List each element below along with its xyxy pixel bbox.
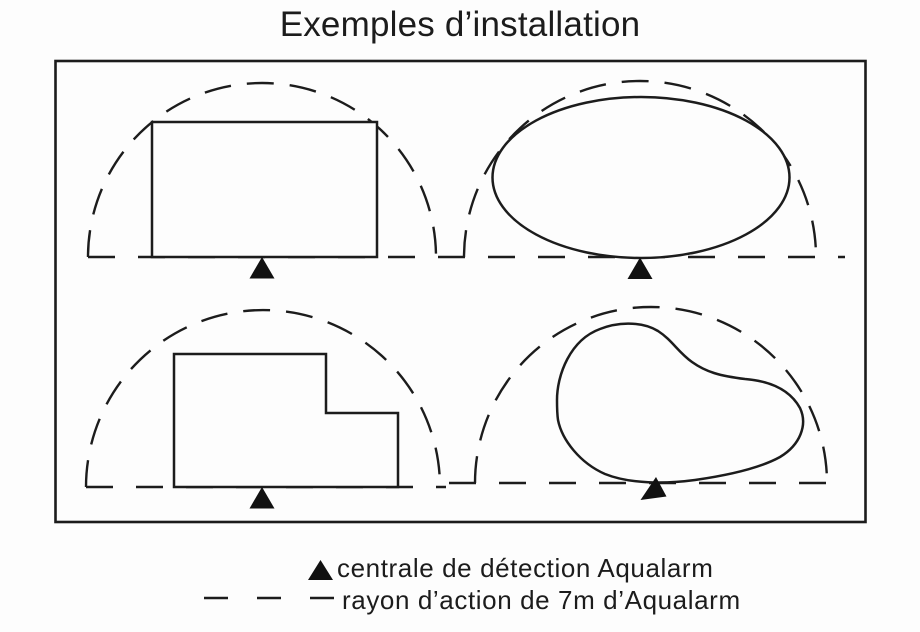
detector-triangle-bottom-left — [249, 487, 275, 509]
oval-pool — [491, 95, 791, 260]
legend-label-centrale: centrale de détection Aqualarm — [337, 553, 714, 583]
figure-title: Exemples d’installation — [279, 5, 641, 44]
radius-arc-top-right — [462, 79, 818, 258]
detector-triangle-top-right — [627, 257, 653, 279]
radius-arc-bottom-right — [473, 305, 829, 484]
detector-triangle-top-left — [249, 257, 275, 279]
kidney-shaped-pool — [555, 322, 805, 484]
triangle-marker-icon — [308, 560, 333, 580]
l-shaped-pool — [172, 352, 400, 489]
detector-triangle-bottom-right — [640, 477, 667, 500]
dashed-line-marker-icon — [204, 596, 334, 600]
radius-arc-top-left — [86, 81, 438, 258]
radius-arc-bottom-left — [84, 308, 442, 488]
rectangular-pool — [150, 120, 379, 259]
diagram-frame — [54, 59, 867, 524]
legend-label-rayon: rayon d’action de 7m d’Aqualarm — [342, 585, 741, 615]
